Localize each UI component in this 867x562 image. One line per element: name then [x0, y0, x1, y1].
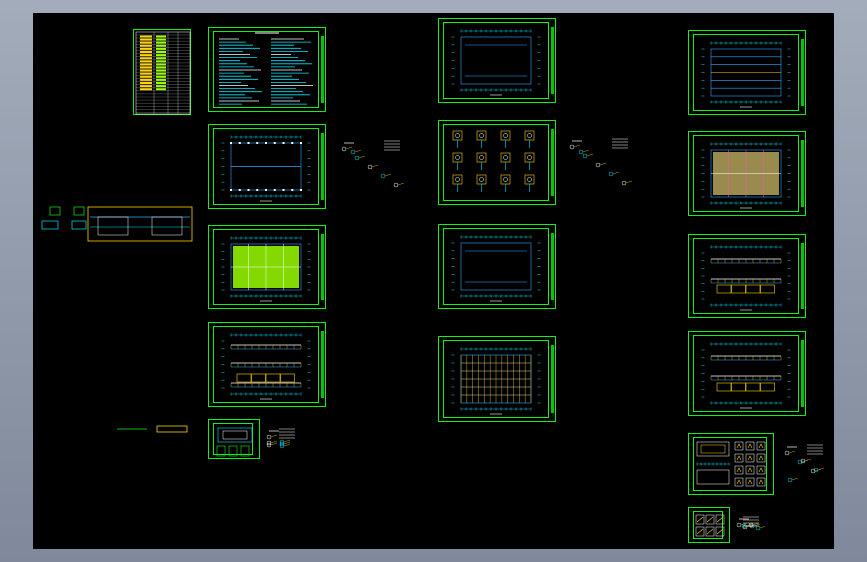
legend-block[interactable]: [40, 205, 200, 243]
sheet-material-schedule[interactable]: [133, 29, 191, 115]
annotation-cluster-2: [735, 513, 765, 533]
column-layout-graphic: [451, 29, 541, 96]
purlin-plan-graphic: [701, 41, 791, 108]
small-detail-graphic: [216, 427, 253, 457]
scale-bar: [117, 425, 189, 435]
foundation-plan-graphic: [221, 135, 311, 202]
wall-elevation-graphic: [701, 342, 791, 409]
sheet-design-notes[interactable]: [208, 27, 326, 112]
sheet-foundation-plan[interactable]: [208, 124, 326, 209]
sheet-node-details-2[interactable]: [688, 507, 730, 543]
floor-slab-graphic: [221, 236, 311, 302]
column-details-graphic: [452, 130, 535, 192]
legend-graphic: [41, 206, 193, 242]
annotation-cluster-1: [265, 425, 301, 451]
schedule-table-graphic: [135, 31, 191, 115]
notes-text-graphic: [219, 32, 313, 105]
sheet-floor-slab-plan[interactable]: [208, 225, 326, 309]
sheet-roof-framing[interactable]: [438, 336, 556, 422]
node-details-2-graphic: [695, 514, 725, 537]
sheet-beam-elevations[interactable]: [208, 322, 326, 407]
sheet-column-layout-2[interactable]: [438, 224, 556, 309]
cad-model-space[interactable]: [33, 13, 834, 549]
sheet-node-details-1[interactable]: [688, 433, 774, 495]
roof-framing-graphic: [451, 347, 541, 415]
sheet-column-layout-1[interactable]: [438, 18, 556, 103]
detail-callouts-1: [340, 137, 406, 195]
sheet-frame-elevation[interactable]: [688, 234, 806, 318]
sheet-bracing-plan[interactable]: [688, 131, 806, 216]
column-layout-2-graphic: [451, 235, 541, 302]
frame-elevation-graphic: [701, 245, 791, 311]
detail-callouts-3: [783, 441, 829, 485]
detail-callouts-2: [568, 135, 634, 191]
beam-elevation-graphic: [221, 333, 311, 400]
bracing-plan-graphic: [701, 142, 791, 209]
sheet-wall-elevations[interactable]: [688, 331, 806, 416]
sheet-detail-small[interactable]: [208, 419, 260, 459]
node-details-1-graphic: [696, 441, 766, 487]
sheet-column-details[interactable]: [438, 120, 556, 205]
sheet-purlin-plan[interactable]: [688, 30, 806, 115]
